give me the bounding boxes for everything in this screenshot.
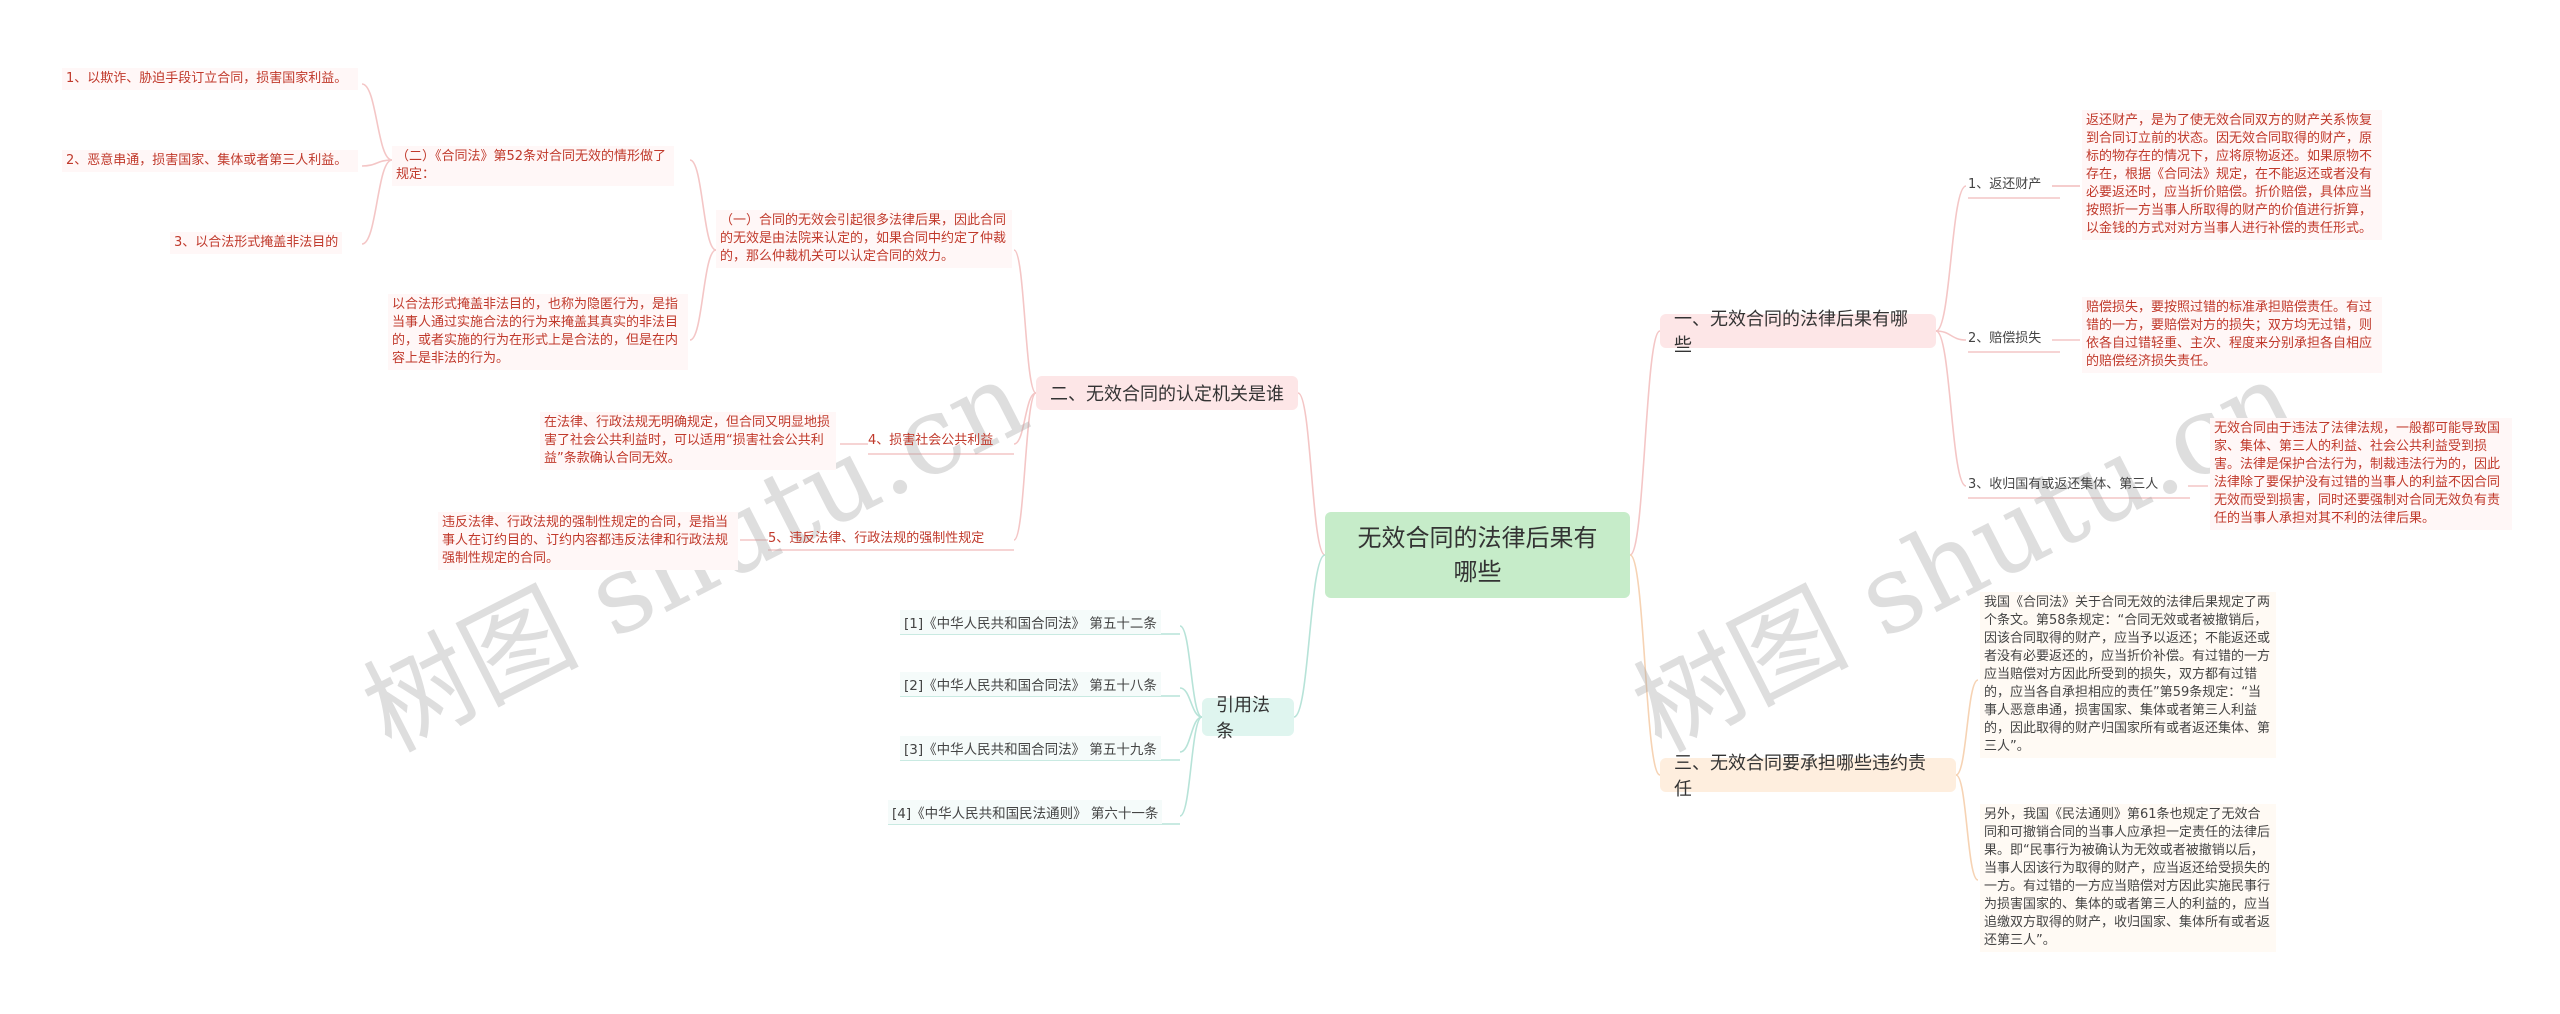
connector-line xyxy=(689,249,717,341)
connector-line xyxy=(1935,330,1967,341)
b2-sub-item-1: 1、以欺诈、胁迫手段订立合同，损害国家利益。 xyxy=(62,68,358,90)
statute-ref-1[interactable]: [1]《中华人民共和国合同法》 第五十二条 xyxy=(900,610,1161,634)
b1-item-label-2[interactable]: 2、赔偿损失 xyxy=(1968,331,2042,346)
connector-line xyxy=(1955,774,1979,881)
connector-line xyxy=(361,159,393,167)
b2-item-text-3: 以合法形式掩盖非法目的，也称为隐匿行为，是指当事人通过实施合法的行为来掩盖其真实… xyxy=(388,294,688,370)
b3-item-text-2: 另外，我国《民法通则》第61条也规定了无效合同和可撤销合同的当事人应承担一定责任… xyxy=(1980,804,2276,952)
b2-item-label-4[interactable]: 4、损害社会公共利益 xyxy=(868,433,994,448)
connector-line xyxy=(1297,392,1326,556)
branch-cited-statutes[interactable]: 引用法条 xyxy=(1202,695,1294,742)
root-topic[interactable]: 无效合同的法律后果有哪些 xyxy=(1325,512,1630,598)
connector-line xyxy=(1955,679,1979,776)
connector-line xyxy=(1935,330,1967,487)
b2-sub-item-3: 3、以合法形式掩盖非法目的 xyxy=(170,232,343,254)
b1-item-text-1: 返还财产，是为了使无效合同双方的财产关系恢复到合同订立前的状态。因无效合同取得的… xyxy=(2082,110,2382,240)
b2-sub-item-2: 2、恶意串通，损害国家、集体或者第三人利益。 xyxy=(62,150,358,172)
connector-line xyxy=(1629,330,1661,556)
connector-line xyxy=(1179,687,1203,718)
b2-item-label-5[interactable]: 5、违反法律、行政法规的强制性规定 xyxy=(768,531,985,546)
connector-line xyxy=(361,159,393,245)
b3-item-text-1: 我国《合同法》关于合同无效的法律后果规定了两个条文。第58条规定：“合同无效或者… xyxy=(1980,592,2276,758)
connector-line xyxy=(361,83,393,161)
connector-line xyxy=(1013,392,1037,445)
b1-item-label-1[interactable]: 1、返还财产 xyxy=(1968,177,2042,192)
b2-item-text-5: 违反法律、行政法规的强制性规定的合同，是指当事人在订约目的、订约内容都违反法律和… xyxy=(438,512,738,570)
statute-ref-3[interactable]: [3]《中华人民共和国合同法》 第五十九条 xyxy=(900,736,1161,760)
b2-item-text-4: 在法律、行政法规无明确规定，但合同又明显地损害了社会公共利益时，可以适用“损害社… xyxy=(540,412,836,470)
connector-line xyxy=(689,159,717,251)
connector-line xyxy=(1179,625,1203,718)
connector-line xyxy=(1179,716,1203,817)
statute-ref-4[interactable]: [4]《中华人民共和国民法通则》 第六十一条 xyxy=(888,800,1163,824)
connector-line xyxy=(1935,185,1967,332)
branch-legal-consequences[interactable]: 一、无效合同的法律后果有哪些 xyxy=(1660,309,1936,356)
b1-item-text-3: 无效合同由于违法了法律法规，一般都可能导致国家、集体、第三人的利益、社会公共利益… xyxy=(2210,418,2512,530)
branch-breach-liability[interactable]: 三、无效合同要承担哪些违约责任 xyxy=(1660,753,1956,800)
b1-item-text-2: 赔偿损失，要按照过错的标准承担赔偿责任。有过错的一方，要赔偿对方的损失；双方均无… xyxy=(2082,297,2382,373)
connector-line xyxy=(1013,249,1037,394)
b1-item-label-3[interactable]: 3、收归国有或返还集体、第三人 xyxy=(1968,477,2159,492)
branch-determining-authority[interactable]: 二、无效合同的认定机关是谁 xyxy=(1036,376,1298,410)
b2-item-text-1: （一）合同的无效会引起很多法律后果，因此合同的无效是由法院来认定的，如果合同中约… xyxy=(716,210,1012,268)
b2-sub-heading[interactable]: （二）《合同法》第52条对合同无效的情形做了规定： xyxy=(392,146,674,186)
connector-line xyxy=(1013,392,1037,541)
statute-ref-2[interactable]: [2]《中华人民共和国合同法》 第五十八条 xyxy=(900,672,1161,696)
connector-line xyxy=(1293,554,1326,718)
connector-line xyxy=(1629,554,1661,776)
